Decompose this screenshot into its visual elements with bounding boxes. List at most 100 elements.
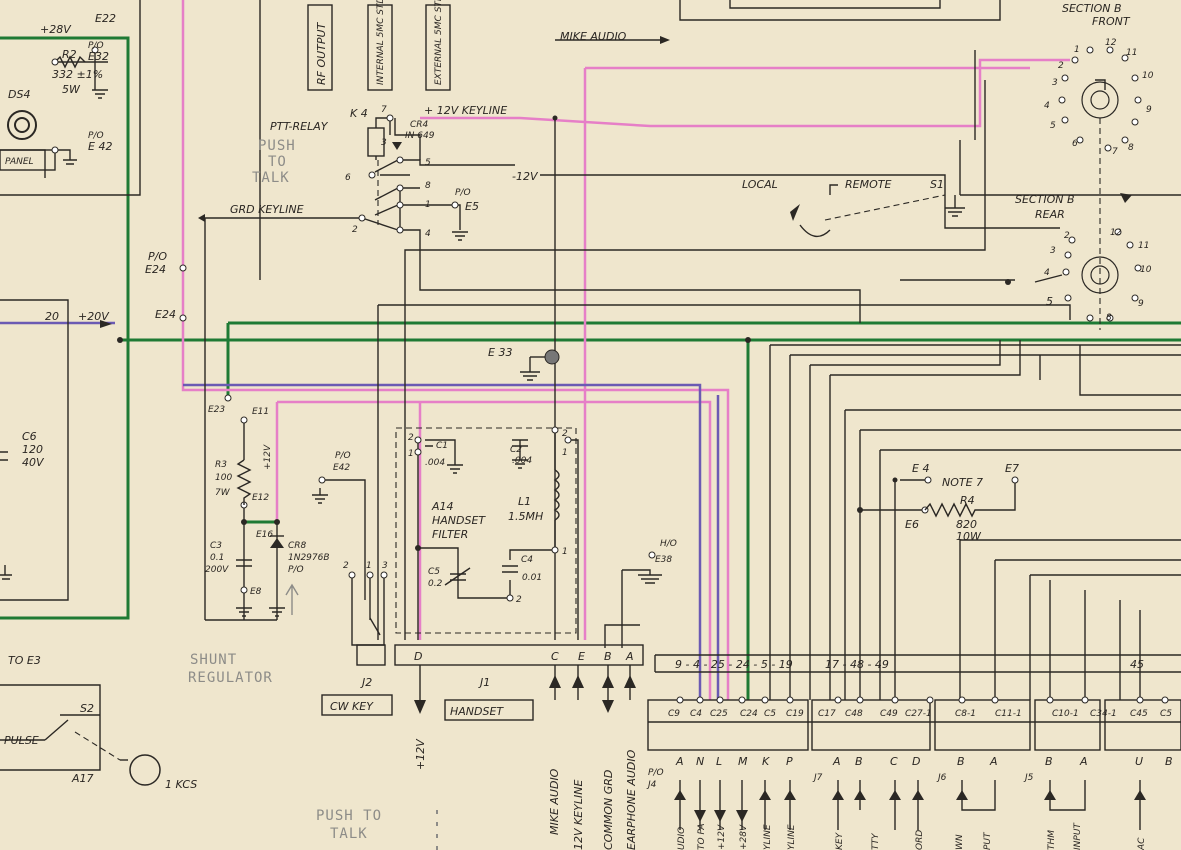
minus12v-label: -12V: [512, 170, 539, 183]
l1-value: 1.5MH: [508, 510, 543, 523]
relay-terminals: [358, 114, 459, 234]
handset-filter-box: [395, 427, 577, 634]
bottom-strip-label: TO PA: [697, 823, 707, 850]
rf-output-label: RF OUTPUT: [315, 21, 328, 85]
bottom-strip-label: KEY: [835, 831, 845, 850]
colored-wires: [0, 0, 1181, 700]
c1-value: .004: [425, 458, 445, 468]
pin-label: 9: [1146, 105, 1152, 115]
cap-label: C24: [740, 709, 758, 719]
po-label: P/O: [288, 565, 304, 575]
c3-value: 0.1: [210, 553, 224, 563]
front-label: FRONT: [1092, 15, 1131, 28]
1kcs-label: 1 KCS: [165, 778, 197, 791]
j1-label: J1: [478, 676, 490, 689]
c3-label: C3: [210, 541, 222, 551]
ds4-label: DS4: [8, 88, 30, 101]
grd-keyline-label: GRD KEYLINE: [230, 203, 304, 216]
bottom-strip-label: YLINE: [763, 824, 773, 850]
k4-label: K 4: [350, 107, 368, 120]
vertical-box-labels: RF OUTPUT INTERNAL 5MC STD EXTERNAL 5MC …: [315, 0, 444, 85]
internal-std-box: [367, 4, 393, 91]
cap-label: C34-1: [1090, 709, 1117, 719]
ptt-relay-label: PTT-RELAY: [270, 120, 329, 133]
bottom-strip-label: ORD: [915, 830, 925, 850]
bottom-strip-label: WN: [955, 834, 965, 850]
pin-label: 3: [1052, 78, 1058, 88]
pin-label: 2: [1058, 61, 1064, 71]
j1-pin-label: C: [551, 650, 559, 663]
pin-letter: B: [957, 755, 965, 768]
c3-voltage: 200V: [205, 565, 229, 575]
local-label: LOCAL: [742, 178, 778, 191]
pin-letter: A: [1079, 755, 1088, 768]
bottom-strip-label: UDIO: [677, 827, 687, 850]
r3-resistor: [236, 459, 252, 505]
j5-label: J5: [1023, 773, 1034, 783]
s1-label: S1: [930, 178, 944, 191]
labels-mid: P/O E24 E24 20 +20V E 33: [45, 250, 512, 359]
cap-label: C27-1: [905, 709, 932, 719]
cr8-part: 1N2976B: [288, 553, 330, 563]
pin-label: 12: [1105, 38, 1117, 48]
e38-label: E38: [655, 555, 672, 565]
mike-audio-label: MIKE AUDIO: [560, 30, 627, 43]
pin-letter: A: [675, 755, 684, 768]
relay-pin-7: 7: [381, 105, 387, 115]
pin-label: 8: [1128, 143, 1134, 153]
bottom-strip-labels: UDIO TO PA +12V +28V YLINE YLINE KEY TTY…: [677, 822, 1147, 850]
c6-value: 120: [22, 443, 43, 456]
labels-pencil: PUSH TO TALK SHUNT REGULATOR PUSH TO TAL…: [188, 138, 381, 842]
rear-wafer-pin-labels: 2 3 4 5 8 9 10 11 12: [1044, 228, 1152, 323]
filter-pin-label: 2: [562, 429, 568, 439]
e5-label: E5: [465, 200, 479, 213]
e8-label: E8: [250, 587, 262, 597]
pin-letter: A: [832, 755, 841, 768]
handset-box-label: HANDSET: [450, 705, 504, 718]
push-to-talk-text: TO: [268, 154, 287, 170]
shunt-regulator-text: REGULATOR: [188, 670, 273, 686]
j1-pin-label: B: [604, 650, 612, 663]
pin-label: 11: [1138, 241, 1149, 251]
e12-label: E12: [252, 493, 269, 503]
j2-pins: [348, 571, 388, 636]
rear-label: REAR: [1035, 208, 1065, 221]
pin-label: 5: [1046, 295, 1053, 308]
e24-label: E24: [145, 263, 166, 276]
rotary-wafer-rear: [1005, 228, 1142, 322]
cr8-zener-diode: [269, 535, 285, 617]
r4-resistor: [924, 502, 995, 518]
relay-pin-4: 4: [425, 229, 431, 239]
l1-label: L1: [518, 495, 531, 508]
r2-value: 332 ±1%: [52, 68, 103, 81]
filter-pin-label: 1: [562, 448, 568, 458]
labels-regulator: E23 E11 R3 100 7W E12 E16 C3 0.1 200V E8…: [205, 405, 330, 597]
cap-label: C5: [1160, 709, 1172, 719]
labels-j2: 2 1 3 J2 CW KEY: [321, 561, 393, 716]
cap-label: C17: [818, 709, 836, 719]
pin-letter: N: [696, 755, 704, 768]
pencil-arrow: [285, 583, 299, 615]
c3-capacitor: [236, 559, 252, 617]
po-label: P/O: [88, 41, 104, 51]
pin-letter: A: [989, 755, 998, 768]
po-label: P/O: [648, 768, 664, 778]
r3-label: R3: [215, 460, 227, 470]
r3-value: 100: [215, 473, 232, 483]
push-to-talk-text: TALK: [252, 170, 290, 186]
e16-label: E16: [256, 530, 273, 540]
labels-j1: D C E B A J1 HANDSET: [414, 650, 634, 721]
ground-symbol: [92, 89, 108, 99]
j1-pin-label: E: [578, 650, 585, 663]
bottom-strip-label: AC: [1137, 837, 1147, 850]
r2-resistor: [54, 55, 86, 69]
pin-label: 4: [1044, 101, 1050, 111]
r3-watt: 7W: [215, 488, 231, 498]
pin-label: 10: [1140, 265, 1152, 275]
e5-ground: [452, 231, 468, 241]
j7-label: J7: [812, 773, 823, 783]
pin-letter: L: [716, 755, 722, 768]
cr8-label: CR8: [288, 541, 307, 551]
keyline-label: + 12V KEYLINE: [424, 104, 507, 117]
twenty-label: 20: [45, 310, 59, 323]
